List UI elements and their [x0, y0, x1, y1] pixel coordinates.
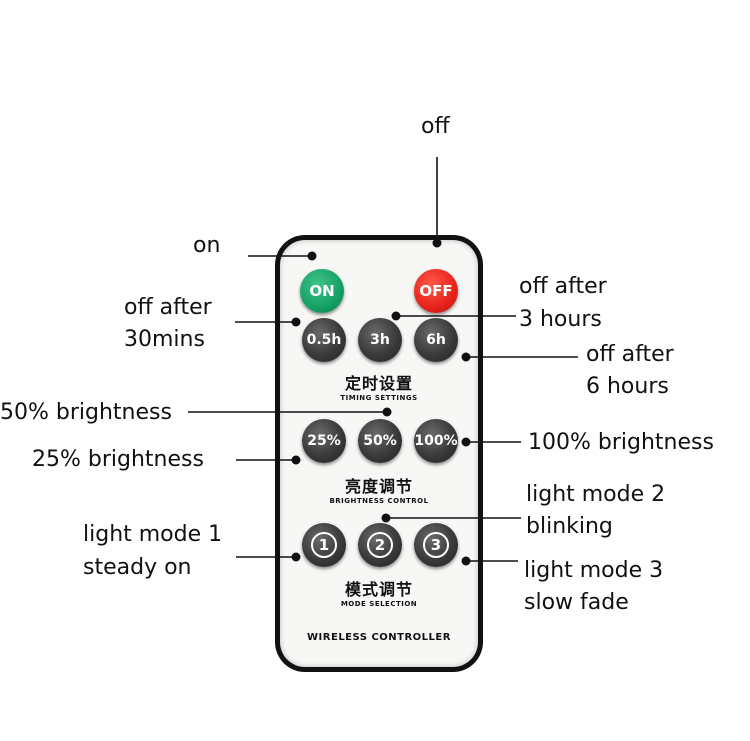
- brightness-control-cn: 亮度调节: [344, 477, 413, 496]
- mode-selection-en: MODE SELECTION: [340, 600, 418, 608]
- callout-brightness-50: 50% brightness: [0, 400, 172, 425]
- callout-off-30-line2: 30mins: [124, 327, 205, 352]
- brightness-25-button[interactable]: 25%: [302, 419, 346, 463]
- dot-mode-3: [461, 556, 471, 566]
- dot-off: [432, 238, 442, 248]
- callout-off-3h-line1: off after: [519, 274, 607, 299]
- brightness-50-button[interactable]: 50%: [358, 419, 402, 463]
- callout-off-6h-line1: off after: [586, 342, 674, 367]
- callout-mode-1-line1: light mode 1: [83, 522, 223, 547]
- mode-2-button[interactable]: 2: [358, 523, 402, 567]
- callout-mode-3-line2: slow fade: [524, 590, 629, 615]
- timer-0.5h-button[interactable]: 0.5h: [302, 318, 346, 362]
- mode-3-glyph: 3: [423, 532, 449, 558]
- brightness-control-title: 亮度调节 BRIGHTNESS CONTROL: [280, 473, 478, 505]
- dot-on: [307, 251, 317, 261]
- brightness-100-button[interactable]: 100%: [414, 419, 458, 463]
- remote-control: ON OFF 0.5h 3h 6h 定时设置 TIMING SETTINGS 2…: [275, 235, 483, 672]
- callout-mode-1-line2: steady on: [83, 555, 192, 580]
- timer-6h-button[interactable]: 6h: [414, 318, 458, 362]
- dot-brightness-50: [382, 407, 392, 417]
- mode-1-button[interactable]: 1: [302, 523, 346, 567]
- mode-selection-title: 模式调节 MODE SELECTION: [280, 576, 478, 608]
- dot-mode-2: [381, 513, 391, 523]
- on-button[interactable]: ON: [300, 269, 344, 313]
- callout-mode-2-line2: blinking: [526, 514, 613, 539]
- callout-brightness-100: 100% brightness: [528, 430, 714, 455]
- callout-mode-3-line1: light mode 3: [524, 558, 664, 583]
- timing-settings-title: 定时设置 TIMING SETTINGS: [280, 370, 478, 402]
- dot-off-6h: [461, 352, 471, 362]
- callout-off-6h-line2: 6 hours: [586, 374, 669, 399]
- callout-off-30-line1: off after: [124, 295, 212, 320]
- dot-off-3h: [391, 311, 401, 321]
- dot-mode-1: [291, 552, 301, 562]
- mode-1-glyph: 1: [311, 532, 337, 558]
- mode-2-glyph: 2: [367, 532, 393, 558]
- off-button[interactable]: OFF: [414, 269, 458, 313]
- timer-3h-button[interactable]: 3h: [358, 318, 402, 362]
- remote-face: ON OFF 0.5h 3h 6h 定时设置 TIMING SETTINGS 2…: [280, 240, 478, 667]
- mode-3-button[interactable]: 3: [414, 523, 458, 567]
- callout-on: on: [193, 233, 221, 258]
- dot-off-30: [291, 317, 301, 327]
- timing-settings-en: TIMING SETTINGS: [340, 394, 418, 402]
- callout-off-3h-line2: 3 hours: [519, 307, 602, 332]
- brightness-control-en: BRIGHTNESS CONTROL: [329, 497, 429, 505]
- dot-brightness-100: [461, 437, 471, 447]
- mode-selection-cn: 模式调节: [344, 580, 413, 599]
- callout-brightness-25: 25% brightness: [32, 447, 204, 472]
- wireless-controller-label: WIRELESS CONTROLLER: [307, 632, 451, 643]
- timing-settings-cn: 定时设置: [344, 374, 413, 393]
- dot-brightness-25: [291, 455, 301, 465]
- callout-mode-2-line1: light mode 2: [526, 482, 666, 507]
- callout-off: off: [421, 114, 450, 139]
